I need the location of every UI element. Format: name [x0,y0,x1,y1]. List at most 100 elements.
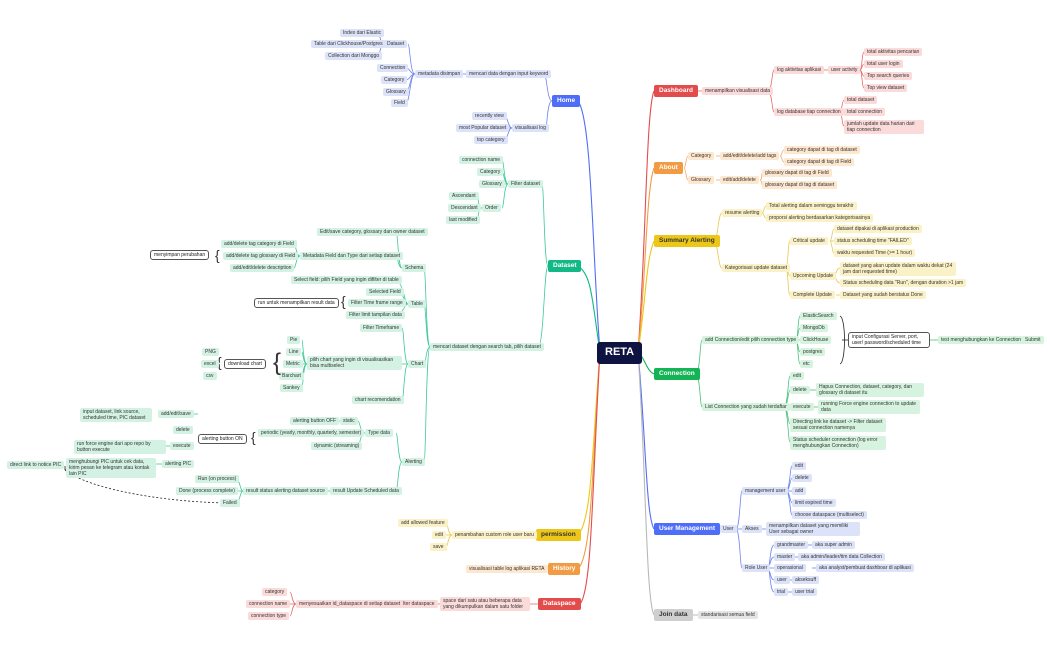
connection-execute[interactable]: execute [790,403,814,411]
home-index-elastic[interactable]: Index dari Elastic [340,29,385,37]
dashboard-total-aktivitas[interactable]: total aktivitas pencarian [864,48,923,56]
alerting-direct-link[interactable]: direct link to notice PIC [7,461,65,469]
connection-directing[interactable]: Directing link ke dataset -> Filter data… [790,418,886,432]
home-glossary[interactable]: Glossary [383,88,409,96]
role-master-desc[interactable]: aka admin/leader/tim data Collection [798,553,885,561]
dataset-node[interactable]: Dataset [548,260,582,272]
home-category[interactable]: Category [381,76,408,84]
dataspace-connection-type[interactable]: connection type [248,612,290,620]
home-visual-log[interactable]: visualisasi log [512,124,549,132]
connection-etc[interactable]: etc [800,360,813,368]
alerting-button-on[interactable]: alerting button ON [198,434,247,444]
alerting-run-force[interactable]: run force engine dari apo repo by button… [74,440,166,454]
dataspace-node[interactable]: Dataspace [538,598,581,610]
dataset-order-asc[interactable]: Ascendant [449,192,479,200]
dataset-filter-timeframe[interactable]: Filter Timeframe [360,324,403,332]
permission-penambahan[interactable]: penambahan custom role user baru [452,531,537,539]
dataset-selected-field[interactable]: Selected Field [366,288,404,296]
usermgmt-user[interactable]: User [720,525,737,533]
history-node[interactable]: History [548,563,581,575]
chart-pie[interactable]: Pie [287,336,301,344]
usermgmt-akses[interactable]: Akses [742,525,762,533]
dataspace-menyesuaikan[interactable]: menyesuaikan id_dataspace di setiap data… [296,600,404,608]
about-node[interactable]: About [654,162,683,174]
dataset-filter-limit[interactable]: Filter limit tampilan data [346,311,405,319]
joindata-node[interactable]: Join data [654,609,693,621]
chart-line[interactable]: Line [286,348,302,356]
alerting-periodic[interactable]: periodic (yearly, monthly, quarterly, se… [258,429,365,437]
dataset-filter-glossary[interactable]: Glossary [479,180,505,188]
summary-kategorisasi[interactable]: Kategorisasi update dataset [722,264,790,272]
connection-elastic[interactable]: ElasticSearch [800,312,837,320]
dashboard-log-database[interactable]: log database tiap connection [774,108,844,116]
home-top-category[interactable]: top category [474,136,508,144]
summary-total-alerting[interactable]: Total alerting dalam seminggu terakhir [766,202,857,210]
connection-delete[interactable]: delete [790,386,810,394]
dashboard-top-search[interactable]: Top search queries [864,72,913,80]
chart-metric[interactable]: Metric [283,360,303,368]
dataset-order-last-modified[interactable]: last modified [446,216,481,224]
usermgmt-role[interactable]: Role User [742,564,771,572]
usermgmt-add[interactable]: add [792,487,807,495]
dataset-chart-rec[interactable]: chart recomendation [352,396,404,404]
usermgmt-edit[interactable]: edit [792,462,807,470]
dashboard-user-activity[interactable]: user activity [828,66,861,74]
permission-edit[interactable]: edit [432,531,447,539]
permission-node[interactable]: permission [536,529,581,541]
about-cat-tag-dataset[interactable]: category dapat di tag di dataset [784,146,860,154]
dataset-edit-save[interactable]: Edit/save category, glossary dan owner d… [317,228,428,236]
summary-up-1[interactable]: dataset yang akan update dalam waktu dek… [840,262,956,276]
alerting-add-edit-save[interactable]: add/edit/save [158,410,194,418]
alerting-button-off[interactable]: alerting button OFF [290,417,340,425]
connection-clickhouse[interactable]: ClickHouse [800,336,832,344]
alerting-input-dataset[interactable]: input dataset, link source, scheduled ti… [80,408,152,422]
dataset-menyimpan[interactable]: menyimpan perubahan [150,250,210,260]
chart-sankey[interactable]: Sankey [280,384,303,392]
summary-crit-2[interactable]: status scheduling time "FAILED" [834,237,912,245]
alerting-execute[interactable]: execute [170,442,194,450]
chart-barchart[interactable]: Barchart [279,372,304,380]
dataset-filter[interactable]: Filter dataset [508,180,543,188]
home-recently[interactable]: recently view [472,112,507,120]
home-table-ch[interactable]: Table dari Clickhouse/Postgres [311,40,386,48]
home-node[interactable]: Home [552,95,581,107]
dataset-filter-time[interactable]: Filter Time frame range [348,299,406,307]
dataset-schema[interactable]: Schema [402,264,427,272]
dashboard-total-connection[interactable]: total connection [844,108,886,116]
alerting-done-process[interactable]: Done (process complete) [176,487,238,495]
dashboard-node[interactable]: Dashboard [654,85,698,97]
dataset-add-description[interactable]: add/edit/delete description [230,264,295,272]
usermgmt-node[interactable]: User Management [654,523,720,535]
role-grandmaster[interactable]: grandmaster [774,541,809,549]
summary-comp-1[interactable]: Dataset yang sudah berstatus Done [840,291,926,299]
dashboard-total-dataset[interactable]: total dataset [844,96,878,104]
dataset-filter-connection-name[interactable]: connection name [459,156,504,164]
role-grandmaster-desc[interactable]: aka super admin [812,541,855,549]
about-category[interactable]: Category [688,152,715,160]
dataspace-space[interactable]: space dari satu atau beberapa data yang … [440,597,530,611]
role-trial[interactable]: trial [774,588,789,596]
dashboard-jumlah-update[interactable]: jumlah update data harian dari tiap conn… [844,120,924,134]
summary-crit-3[interactable]: waktu requested Time (>= 1 hour) [834,249,916,257]
dataset-pilih-chart[interactable]: pilih chart yang ingin di visualisasikan… [307,356,402,370]
dataset-order-desc[interactable]: Descendant [448,204,481,212]
summary-critical[interactable]: Critical update [790,237,828,245]
alerting-result-status[interactable]: result status alerting dataset source [243,487,328,495]
connection-hapus[interactable]: Hapus Connection, dataset, category, dan… [816,383,924,397]
usermgmt-management-user[interactable]: management user [742,487,789,495]
connection-list[interactable]: List Connection yang sudah terdaftar [702,403,790,411]
download-excel[interactable]: excel [201,360,219,368]
root-node[interactable]: RETA [597,342,643,364]
home-search-key[interactable]: mencari data dengan input keyword [466,70,552,78]
joindata-standar[interactable]: standarisasi semua field [698,611,758,619]
summary-resume[interactable]: resume alerting [722,209,763,217]
role-trial-desc[interactable]: user trial [792,588,818,596]
usermgmt-delete[interactable]: delete [792,474,812,482]
dataset-search-tab[interactable]: mencari dataset dengan search tab, pilih… [430,343,544,351]
dashboard-total-login[interactable]: total user login [864,60,903,68]
role-user[interactable]: user [774,576,790,584]
connection-mongo[interactable]: MongoDb [800,324,828,332]
alerting-failed[interactable]: Failed [220,499,240,507]
about-cat-add-edit[interactable]: add/edit/delete/add tags [720,152,780,160]
dataset-filter-order[interactable]: Order [482,204,501,212]
